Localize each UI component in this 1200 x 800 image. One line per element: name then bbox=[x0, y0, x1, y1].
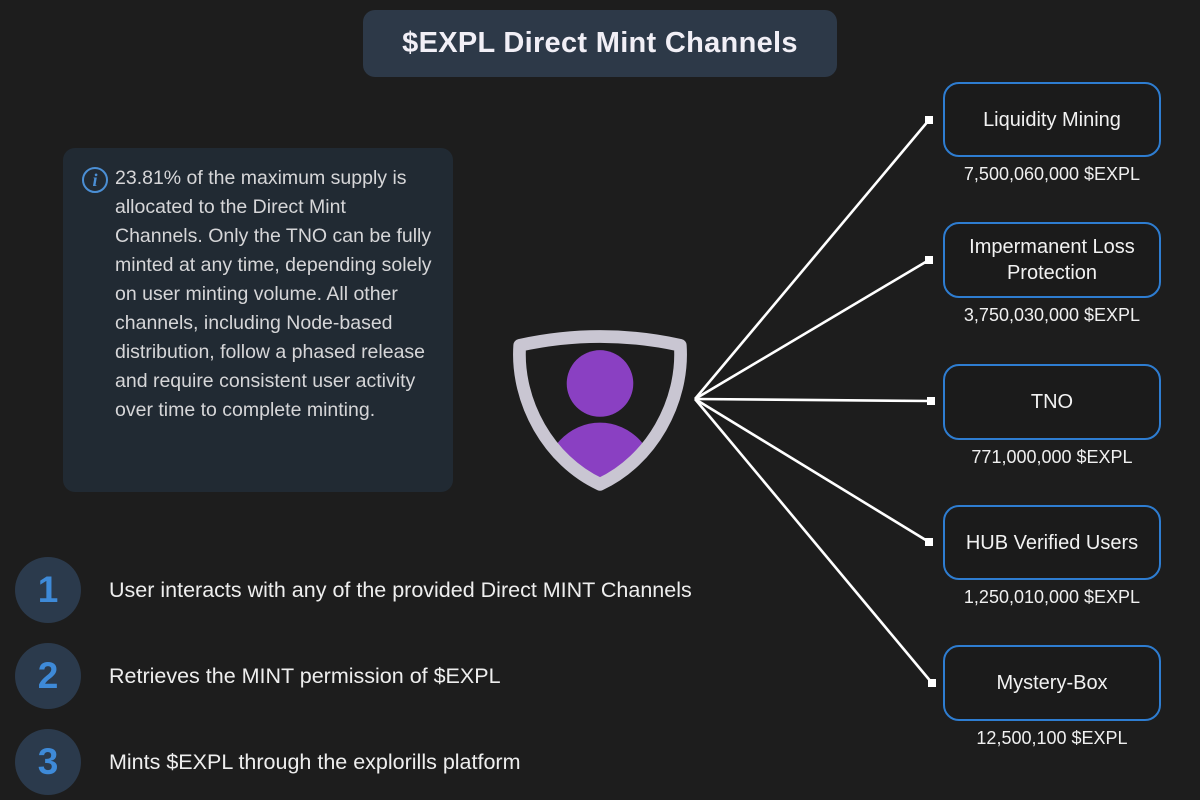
step-number-badge: 2 bbox=[15, 643, 81, 709]
channel-liquidity-mining: Liquidity Mining 7,500,060,000 $EXPL bbox=[943, 82, 1161, 185]
step-text: User interacts with any of the provided … bbox=[109, 577, 692, 602]
user-shield-icon bbox=[502, 312, 698, 498]
channel-amount: 3,750,030,000 $EXPL bbox=[963, 305, 1141, 325]
channel-hub-verified-users: HUB Verified Users 1,250,010,000 $EXPL bbox=[943, 505, 1161, 608]
step-text: Mints $EXPL through the explorills platf… bbox=[109, 749, 521, 774]
channel-tno: TNO 771,000,000 $EXPL bbox=[943, 364, 1161, 468]
channel-box[interactable]: Liquidity Mining bbox=[943, 82, 1161, 157]
step-text: Retrieves the MINT permission of $EXPL bbox=[109, 663, 501, 688]
info-box: i 23.81% of the maximum supply is alloca… bbox=[63, 148, 453, 492]
channel-label: Mystery-Box bbox=[996, 672, 1108, 694]
step-2: 2 Retrieves the MINT permission of $EXPL bbox=[15, 643, 501, 709]
page-title: $EXPL Direct Mint Channels bbox=[402, 27, 798, 59]
step-1: 1 User interacts with any of the provide… bbox=[15, 557, 692, 623]
channel-amount: 12,500,100 $EXPL bbox=[976, 728, 1128, 748]
step-3: 3 Mints $EXPL through the explorills pla… bbox=[15, 729, 520, 795]
channel-impermanent-loss-protection: Impermanent Loss Protection 3,750,030,00… bbox=[943, 222, 1161, 326]
channel-box[interactable]: Mystery-Box bbox=[943, 645, 1161, 721]
channel-label: TNO bbox=[1030, 391, 1074, 413]
channel-mystery-box: Mystery-Box 12,500,100 $EXPL bbox=[943, 645, 1161, 749]
channel-amount: 1,250,010,000 $EXPL bbox=[963, 587, 1141, 607]
channel-box[interactable]: Impermanent Loss Protection bbox=[943, 222, 1161, 298]
channel-amount: 771,000,000 $EXPL bbox=[971, 447, 1133, 467]
channel-label: HUB Verified Users bbox=[965, 531, 1139, 554]
title-banner: $EXPL Direct Mint Channels bbox=[363, 10, 837, 77]
step-number-badge: 3 bbox=[15, 729, 81, 795]
channel-label: Impermanent Loss Protection bbox=[969, 236, 1135, 284]
channel-box[interactable]: TNO bbox=[943, 364, 1161, 440]
channel-amount: 7,500,060,000 $EXPL bbox=[963, 164, 1141, 184]
channel-label: Liquidity Mining bbox=[983, 108, 1121, 131]
info-icon: i bbox=[75, 167, 115, 193]
channel-box[interactable]: HUB Verified Users bbox=[943, 505, 1161, 580]
step-number-badge: 1 bbox=[15, 557, 81, 623]
info-text: 23.81% of the maximum supply is allocate… bbox=[115, 167, 432, 421]
